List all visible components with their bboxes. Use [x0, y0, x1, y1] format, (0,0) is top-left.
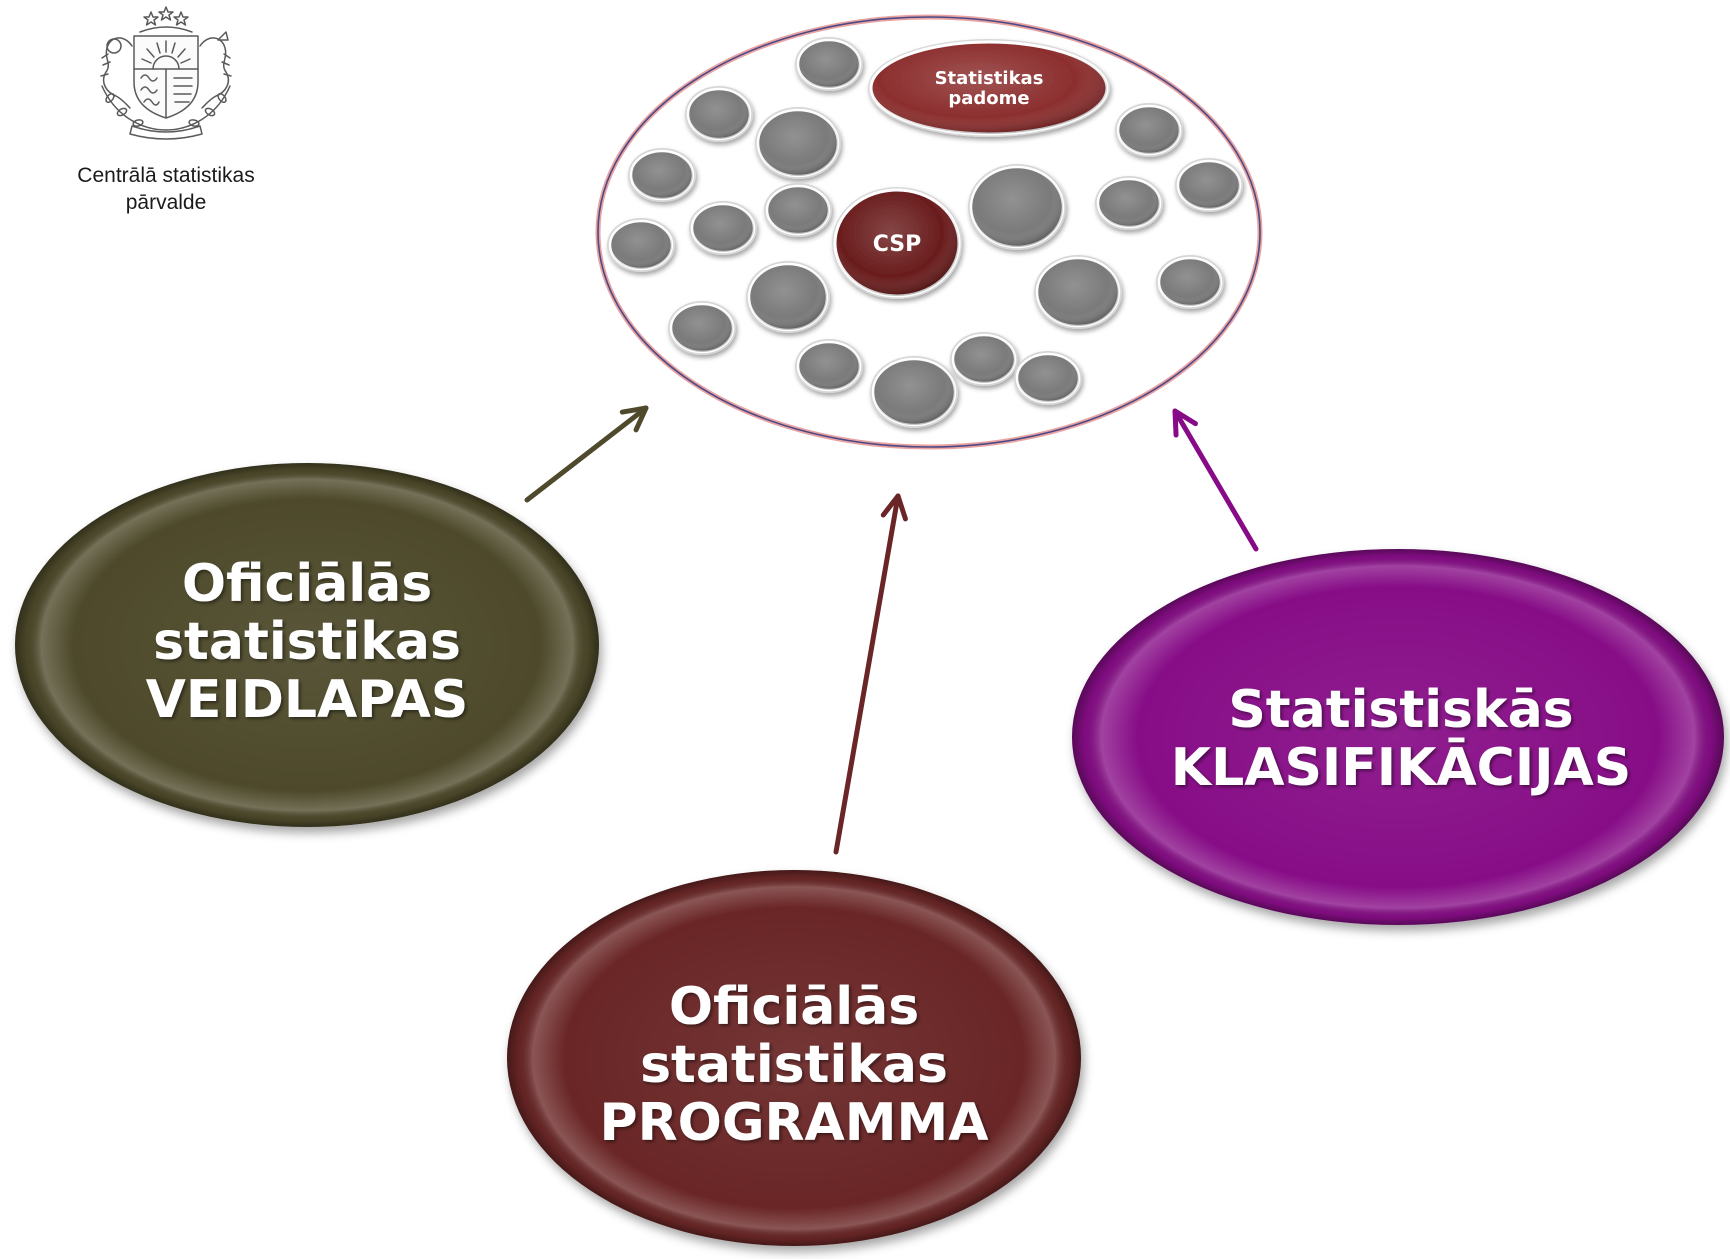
system-member-circle — [1115, 103, 1183, 157]
system-member-circle — [870, 356, 958, 428]
system-member-circle — [1095, 176, 1163, 230]
programme-label-line2: statistikas — [640, 1035, 948, 1095]
programme-arrow — [833, 493, 908, 855]
programme-label-line1: Oficiālās — [669, 977, 919, 1037]
system-member-circle — [607, 218, 675, 272]
forms-label-line1: Oficiālās — [182, 554, 432, 614]
classifications-label-line2: KLASIFIKĀCIJAS — [1171, 738, 1631, 798]
system-member-circle — [689, 201, 757, 255]
classifications-label-line1: Statistiskās — [1228, 680, 1573, 740]
csp-label: CSP — [873, 232, 922, 257]
coat-of-arms-icon — [100, 6, 232, 140]
forms-arrow — [524, 405, 649, 503]
organization-logo: Centrālā statistikas pārvalde — [77, 6, 255, 214]
system-member-circle — [968, 164, 1066, 250]
council-label-line2: padome — [948, 88, 1029, 109]
system-member-circle — [1175, 158, 1243, 212]
system-member-circle — [795, 37, 863, 91]
official-statistics-programme-node: Oficiālās statistikas PROGRAMMA — [507, 870, 1081, 1246]
system-member-circle — [628, 148, 696, 202]
statistical-classifications-node: Statistiskās KLASIFIKĀCIJAS — [1072, 549, 1724, 925]
system-member-circle — [746, 261, 830, 333]
official-statistics-forms-node: Oficiālās statistikas VEIDLAPAS — [15, 463, 599, 827]
forms-label-line3: VEIDLAPAS — [146, 670, 469, 730]
programme-label-line3: PROGRAMMA — [599, 1093, 988, 1153]
system-member-circle — [1034, 255, 1122, 329]
council-label-line1: Statistikas — [935, 68, 1044, 89]
system-members — [607, 37, 1243, 428]
system-member-circle — [950, 332, 1018, 386]
classifications-arrow — [1172, 408, 1259, 552]
system-member-circle — [795, 339, 863, 393]
org-name-line1: Centrālā statistikas — [77, 164, 254, 187]
system-member-circle — [668, 301, 736, 355]
system-member-circle — [755, 107, 841, 179]
org-name-line2: pārvalde — [126, 191, 207, 214]
system-member-circle — [685, 86, 753, 142]
forms-label-line2: statistikas — [153, 612, 461, 672]
statistics-council-node — [868, 39, 1110, 137]
system-member-circle — [764, 183, 832, 237]
system-member-circle — [1156, 255, 1224, 309]
csp-node — [832, 187, 962, 299]
system-member-circle — [1014, 351, 1082, 405]
